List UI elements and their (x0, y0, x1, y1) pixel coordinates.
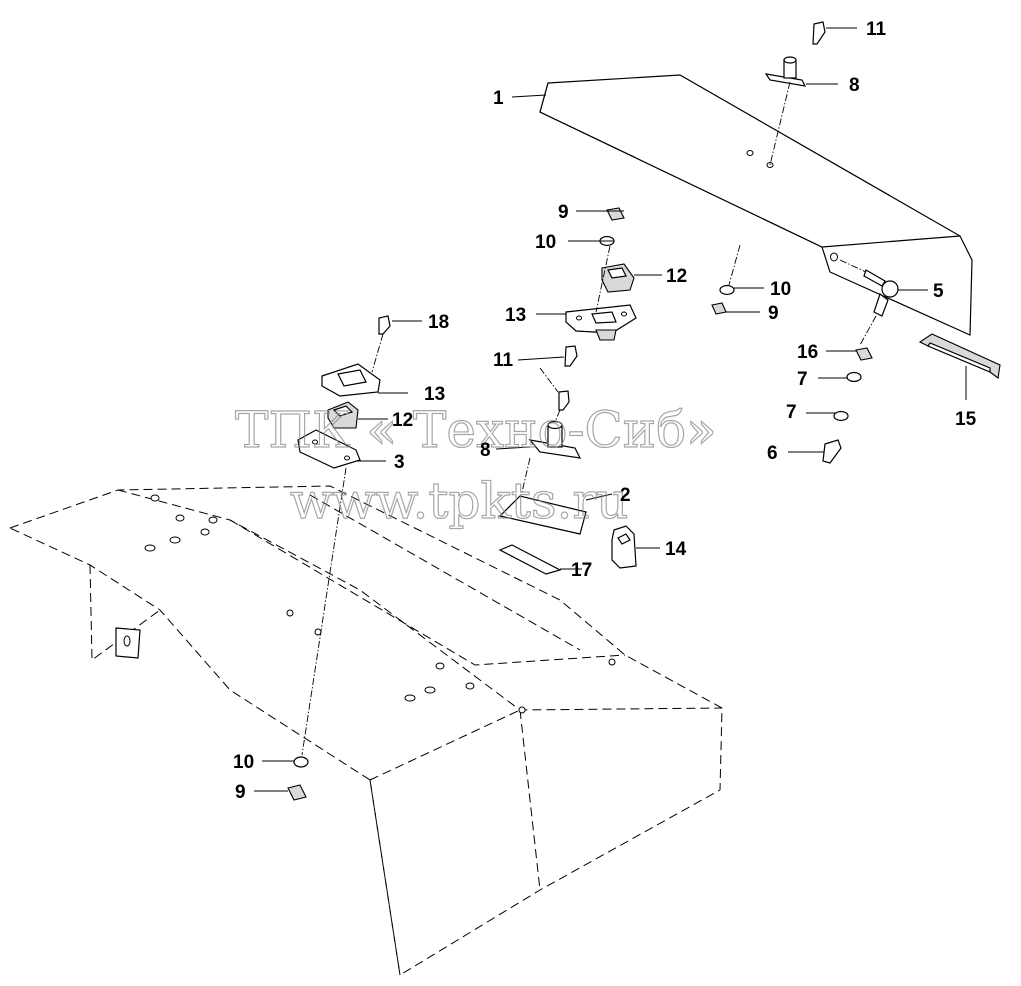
callout-16: 16 (797, 342, 818, 363)
callout-17: 17 (571, 560, 592, 581)
callout-6: 6 (767, 443, 778, 464)
hardware-parts (287, 21, 873, 801)
callout-18: 18 (428, 312, 449, 333)
callout-1: 1 (493, 88, 504, 109)
callout-2: 2 (620, 485, 631, 506)
callout-8-upper: 8 (849, 75, 860, 96)
watermark-company: ТПК « Техно-Сиб» (235, 401, 717, 459)
callout-5: 5 (933, 281, 944, 302)
cover-part (539, 74, 973, 336)
callout-12-upper: 12 (666, 266, 687, 287)
gas-spring-part (863, 269, 899, 317)
assembly-axes (301, 81, 877, 756)
callout-9-bottom: 9 (235, 782, 246, 803)
callout-13-lower: 13 (424, 384, 445, 405)
housing-holes (144, 494, 616, 714)
housing-outline-dashed (9, 485, 723, 976)
callout-15: 15 (955, 409, 977, 430)
watermark: ТПК « Техно-Сиб» www.tpkts.ru (234, 400, 717, 530)
leader-lines (254, 27, 967, 792)
callout-13-upper: 13 (505, 305, 526, 326)
callout-7-upper: 7 (797, 369, 808, 390)
seal-strip-part (918, 333, 1001, 379)
callout-9-right: 9 (768, 303, 779, 324)
callout-12-lower: 12 (392, 410, 413, 431)
callout-10-upper: 10 (535, 232, 556, 253)
callout-10-bottom: 10 (233, 752, 254, 773)
callout-7-lower: 7 (786, 402, 797, 423)
callout-10-right: 10 (770, 279, 791, 300)
callout-11-upper: 11 (866, 19, 887, 40)
housing-bracket-left (115, 627, 141, 659)
watermark-url: www.tpkts.ru (290, 472, 629, 530)
callout-labels: 1 2 3 5 6 7 7 8 8 9 9 9 10 10 10 11 11 1… (233, 19, 977, 803)
callout-11-lower: 11 (493, 350, 514, 371)
callout-8-lower: 8 (480, 440, 491, 461)
callout-14: 14 (665, 539, 687, 560)
callout-9-upper: 9 (558, 202, 569, 223)
callout-3: 3 (394, 452, 405, 473)
